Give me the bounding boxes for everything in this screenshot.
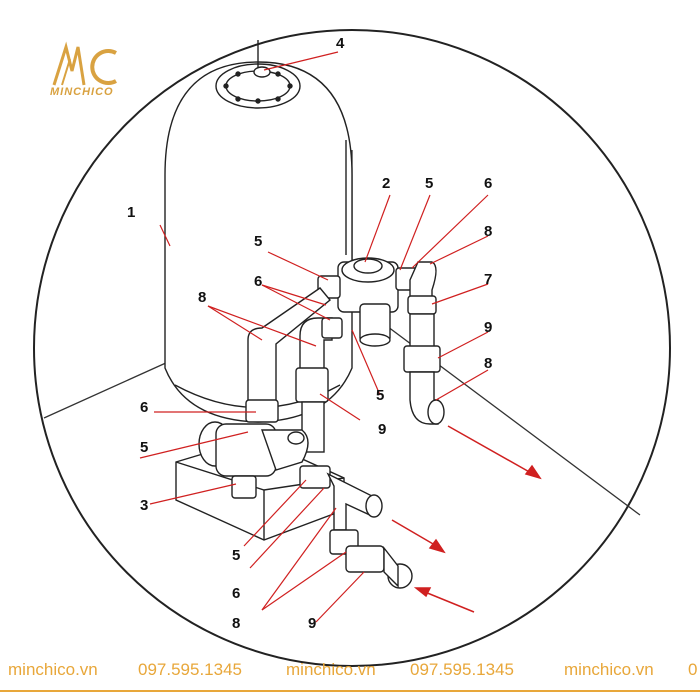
callout-4: 4: [336, 35, 345, 52]
footer-website: minchico.vn: [564, 660, 654, 679]
multiport-valve: [317, 257, 419, 347]
callout-2: 2: [382, 175, 390, 192]
footer-website: minchico.vn: [286, 660, 376, 679]
minchico-logo-icon: [52, 41, 117, 86]
callout-9-mid: 9: [378, 421, 386, 438]
callout-8-left: 8: [198, 289, 206, 306]
leader-lines: [139, 51, 489, 623]
footer-website: minchico.vn: [8, 660, 98, 679]
callout-labels: 4 1 2 5 6 8 7 9 8 5 6 8 5 9 6 5 3 5 6 8 …: [127, 35, 492, 632]
footer-divider: [0, 690, 700, 692]
callout-8-bottom: 8: [232, 615, 240, 632]
callout-9-bottom: 9: [308, 615, 316, 632]
callout-5-mid: 5: [376, 387, 384, 404]
callout-1: 1: [127, 204, 135, 221]
callout-6-top: 6: [484, 175, 492, 192]
callout-8-right: 8: [484, 355, 492, 372]
callout-7: 7: [484, 271, 492, 288]
callout-9-right: 9: [484, 319, 492, 336]
callout-8-top: 8: [484, 223, 492, 240]
callout-6-left: 6: [254, 273, 262, 290]
callout-5-top: 5: [425, 175, 433, 192]
callout-3: 3: [140, 497, 148, 514]
brand-name: MINCHICO: [50, 86, 114, 98]
footer-phone: 0: [688, 660, 698, 679]
flow-arrows: [391, 425, 542, 613]
callout-5-left: 5: [254, 233, 262, 250]
callout-6-pump: 6: [140, 399, 148, 416]
view-circle: [33, 29, 671, 667]
footer-phone: 097.595.1345: [138, 660, 242, 679]
callout-6-bottom: 6: [232, 585, 240, 602]
callout-5-bottom: 5: [232, 547, 240, 564]
pump: [175, 421, 345, 541]
footer-contact-bar: minchico.vn 097.595.1345 minchico.vn 097…: [0, 660, 700, 682]
waste-pipe: [403, 261, 445, 425]
callout-5-pump: 5: [140, 439, 148, 456]
suction-pipe: [299, 465, 413, 589]
inlet-outlet-pipes: [245, 287, 343, 453]
footer-phone: 097.595.1345: [410, 660, 514, 679]
